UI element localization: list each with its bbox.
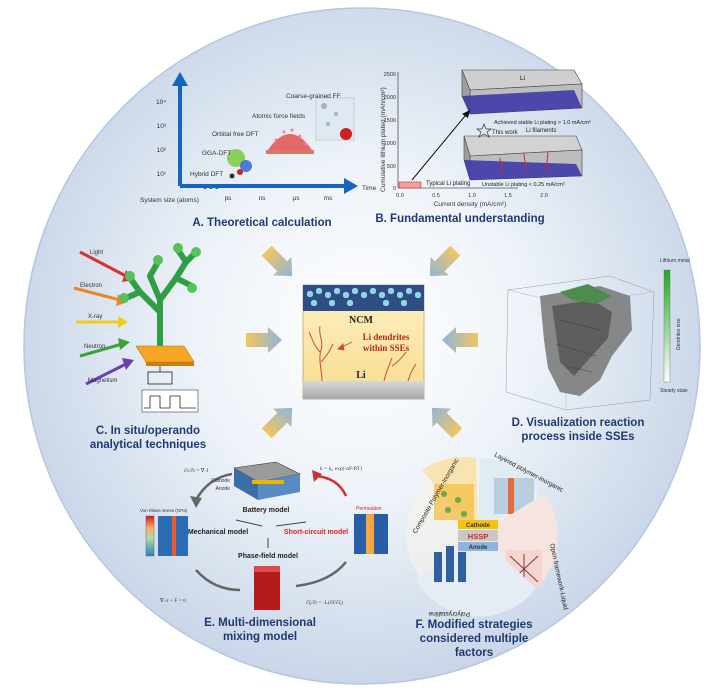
panel-a-xtick-1: ps	[225, 195, 233, 202]
panel-b-ytick-4: 1000	[384, 141, 396, 147]
panel-e-mechanical-model: Mechanical model	[188, 529, 248, 536]
panel-e: ∂c/∂t = ∇·J k = k₀ exp(-αF/RT) ∇·σ + F =…	[145, 461, 388, 610]
panel-f-cathode: Cathode	[466, 523, 491, 529]
panel-a-method-2: Atomic force fields	[252, 113, 306, 120]
panel-e-anode: Anode	[216, 486, 231, 492]
panel-e-short-circuit-model: Short-circuit model	[284, 529, 348, 536]
panel-d-colorbar-top: Lithium metal	[660, 258, 690, 264]
center-ncm-label: NCM	[349, 315, 373, 326]
svg-text:∇·σ + F = 0: ∇·σ + F = 0	[159, 597, 186, 604]
panel-d-caption-line1: D. Visualization reaction	[512, 417, 645, 429]
panel-b-ytick-1: 2500	[384, 72, 396, 78]
panel-b-xtick-2: 0.5	[432, 193, 440, 199]
panel-a-ytick-2: 10³	[157, 123, 167, 130]
panel-e-battery-model: Battery model	[243, 507, 290, 514]
panel-c-caption-line1: C. In situ/operando	[96, 425, 200, 437]
panel-b-ytick-5: 500	[387, 164, 396, 170]
panel-b-xtick-3: 1.0	[468, 193, 476, 199]
panel-c-caption-line2: analytical techniques	[90, 439, 206, 451]
li-dendrites	[308, 325, 417, 382]
arrow-from-b	[429, 245, 461, 277]
panel-c-probe-electron: Electron	[80, 283, 102, 289]
panel-a-xtick-4: ms	[324, 195, 333, 202]
panel-b-xtick-1: 0.0	[396, 193, 404, 199]
panel-a-caption: A. Theoretical calculation	[192, 217, 331, 229]
panel-b-anno-typical: Typical Li plating	[426, 181, 470, 187]
panel-b-anno-li: Li	[520, 75, 525, 82]
arrow-from-a	[261, 245, 293, 277]
panel-c-probe-xray: X-ray	[88, 314, 102, 320]
svg-text:∂ξ/∂t = -L(∂f/∂ξ): ∂ξ/∂t = -L(∂f/∂ξ)	[306, 599, 343, 606]
svg-text:∂c/∂t = ∇·J: ∂c/∂t = ∇·J	[184, 467, 209, 474]
panel-b-ytick-6: 0	[393, 186, 396, 192]
panel-f-anode: Anode	[469, 545, 488, 551]
panel-b-anno-this-work: This work	[492, 130, 519, 136]
panel-a-method-4: GGA-DFT	[202, 150, 231, 157]
panel-b-anno-filaments: Li filaments	[526, 128, 556, 134]
panel-a-xtick-2: ns	[259, 195, 267, 202]
panel-f-caption-line3: factors	[455, 647, 493, 659]
panel-e-caption-line2: mixing model	[223, 631, 297, 643]
panel-d-colorbar-bottom: Steady state	[660, 388, 688, 394]
center-panel: NCM Li dendrites within SSEs Li	[302, 284, 425, 400]
panel-b-anno-stable: Achieved stable Li plating > 1.0 mA/cm²	[494, 120, 591, 126]
center-dendrites-line2: within SSEs	[363, 343, 410, 353]
panel-a-xtick-3: μs	[293, 195, 301, 202]
panel-d-caption-line2: process inside SSEs	[521, 431, 634, 443]
panel-a-ytick-1: 10⁴	[156, 99, 166, 106]
panel-c-probe-light: Light	[90, 250, 103, 256]
panel-f-caption-line2: considered multiple	[420, 633, 529, 645]
panel-a	[172, 72, 358, 194]
panel-b-xtick-4: 1.5	[504, 193, 512, 199]
panel-d-colorbar-mid: Dendrites size	[676, 318, 682, 350]
arrow-from-c	[246, 327, 282, 353]
panel-b	[397, 69, 583, 189]
panel-a-method-5: Hybrid DFT	[190, 171, 223, 178]
panel-e-phase-field-model: Phase-field model	[238, 553, 298, 560]
center-dendrites-line1: Li dendrites	[363, 332, 410, 342]
panel-a-ytitle: System size (atoms)	[140, 197, 199, 204]
panel-a-ytick-4: 10¹	[157, 171, 167, 178]
arrow-from-d	[442, 327, 478, 353]
panel-a-method-3: Orbital free DFT	[212, 131, 259, 138]
panel-d	[505, 269, 671, 411]
panel-e-colorbar-label: Von Mises stress (GPa)	[140, 508, 188, 513]
panel-f	[406, 456, 558, 617]
panel-f-caption-line1: F. Modified strategies	[416, 619, 533, 631]
panel-b-ytitle: Cumulative lithium plated (mAh/cm²)	[380, 87, 387, 192]
panel-e-cathode: Cathode	[211, 478, 230, 484]
panel-b-ytick-2: 2000	[384, 95, 396, 101]
panel-f-center: HSSP	[468, 532, 488, 541]
panel-e-caption-line1: E. Multi-dimensional	[204, 617, 316, 629]
panel-f-arc-polycrystalline: Polycrystalline	[428, 610, 470, 617]
panel-b-xtick-5: 2.0	[540, 193, 548, 199]
panel-b-xtitle: Current density (mA/cm²)	[434, 201, 507, 208]
panel-a-ytick-3: 10²	[157, 147, 167, 154]
svg-text:k = k₀ exp(-αF/RT): k = k₀ exp(-αF/RT)	[320, 465, 362, 472]
panel-e-permeation: Permeation	[356, 506, 382, 512]
center-li-label: Li	[356, 370, 366, 381]
panel-a-xtitle: Time	[362, 185, 377, 192]
arrow-from-f	[431, 407, 463, 439]
panel-b-ytick-3: 1500	[384, 118, 396, 124]
arrow-from-e	[261, 407, 293, 439]
panel-c-probe-neutron: Neutron	[84, 344, 105, 350]
panel-a-method-1: Coarse-grained FF	[286, 93, 341, 100]
panel-c-probe-magnetism: Magnetism	[88, 378, 117, 384]
panel-b-anno-unstable: Unstable Li plating < 0.25 mA/cm²	[482, 182, 565, 188]
panel-c	[73, 243, 201, 413]
panel-b-caption: B. Fundamental understanding	[375, 213, 544, 225]
